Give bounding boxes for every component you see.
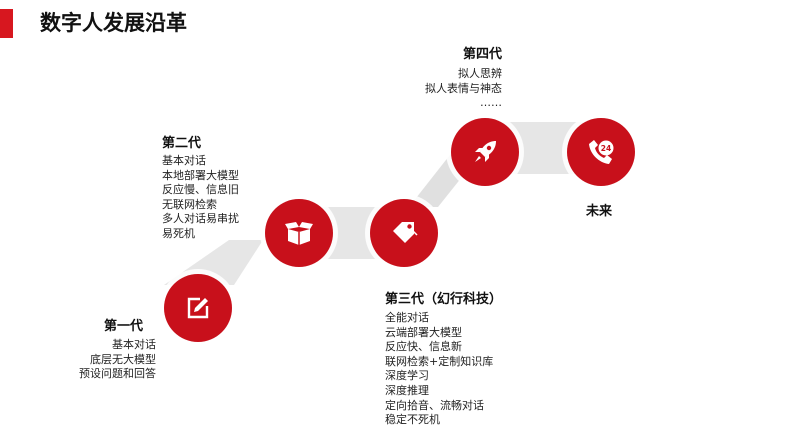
stage-1-list: 基本对话 底层无大模型 预设问题和回答 <box>40 338 156 382</box>
stage-2-item: 多人对话易串扰 <box>162 212 239 226</box>
stage-2-item: 易死机 <box>162 226 195 240</box>
stage-3-item: 深度学习 <box>385 369 429 383</box>
stage-4-item: …… <box>480 96 502 110</box>
stage-3-node <box>370 199 438 267</box>
stage-3-item: 全能对话 <box>385 311 429 324</box>
stage-1-item: 底层无大模型 <box>90 352 156 366</box>
page-title: 数字人发展沿革 <box>40 11 187 35</box>
stage-3-item: 云端部署大模型 <box>385 325 462 339</box>
stage-2-node <box>265 199 333 267</box>
stage-2-title: 第二代 <box>162 136 202 151</box>
stage-3-item: 深度推理 <box>385 383 429 397</box>
stage-1-node <box>164 274 232 342</box>
stage-1-item: 基本对话 <box>112 338 156 351</box>
stage-3-item: 稳定不死机 <box>385 413 440 427</box>
connector-band-1 <box>164 240 263 285</box>
edit-icon <box>187 297 209 319</box>
open-box-icon <box>285 222 313 245</box>
title-accent-bar <box>0 9 13 38</box>
stage-4-list: 拟人思辨 拟人表情与神态 …… <box>380 67 502 111</box>
rocket-icon <box>475 141 496 162</box>
phone-24-icon: 24 <box>589 140 614 164</box>
stage-3-item: 联网检索+定制知识库 <box>385 354 494 368</box>
stage-4-node <box>451 118 519 186</box>
stage-3-item: 定向拾音、流畅对话 <box>385 398 484 412</box>
stage-4-item: 拟人思辨 <box>458 67 502 80</box>
stage-2-item: 本地部署大模型 <box>162 168 239 182</box>
stage-3-item: 反应快、信息新 <box>385 340 462 354</box>
stage-5-node: 24 <box>567 118 635 186</box>
stage-1-title: 第一代 <box>103 319 143 334</box>
price-tag-icon <box>393 222 418 243</box>
stage-2-item: 反应慢、信息旧 <box>162 183 239 197</box>
phone-badge-text: 24 <box>601 144 611 153</box>
stage-2-list: 基本对话 本地部署大模型 反应慢、信息旧 无联网检索 多人对话易串扰 易死机 <box>162 154 239 242</box>
stage-4-item: 拟人表情与神态 <box>425 81 502 95</box>
stage-3-title: 第三代（幻行科技） <box>385 292 503 307</box>
stage-3-list: 全能对话 云端部署大模型 反应快、信息新 联网检索+定制知识库 深度学习 深度推… <box>385 311 493 428</box>
stage-4-title: 第四代 <box>462 47 502 62</box>
stage-2-item: 基本对话 <box>162 154 206 167</box>
stage-1-item: 预设问题和回答 <box>79 367 156 381</box>
stage-5-title: 未来 <box>586 204 613 219</box>
stage-2-item: 无联网检索 <box>162 197 217 211</box>
